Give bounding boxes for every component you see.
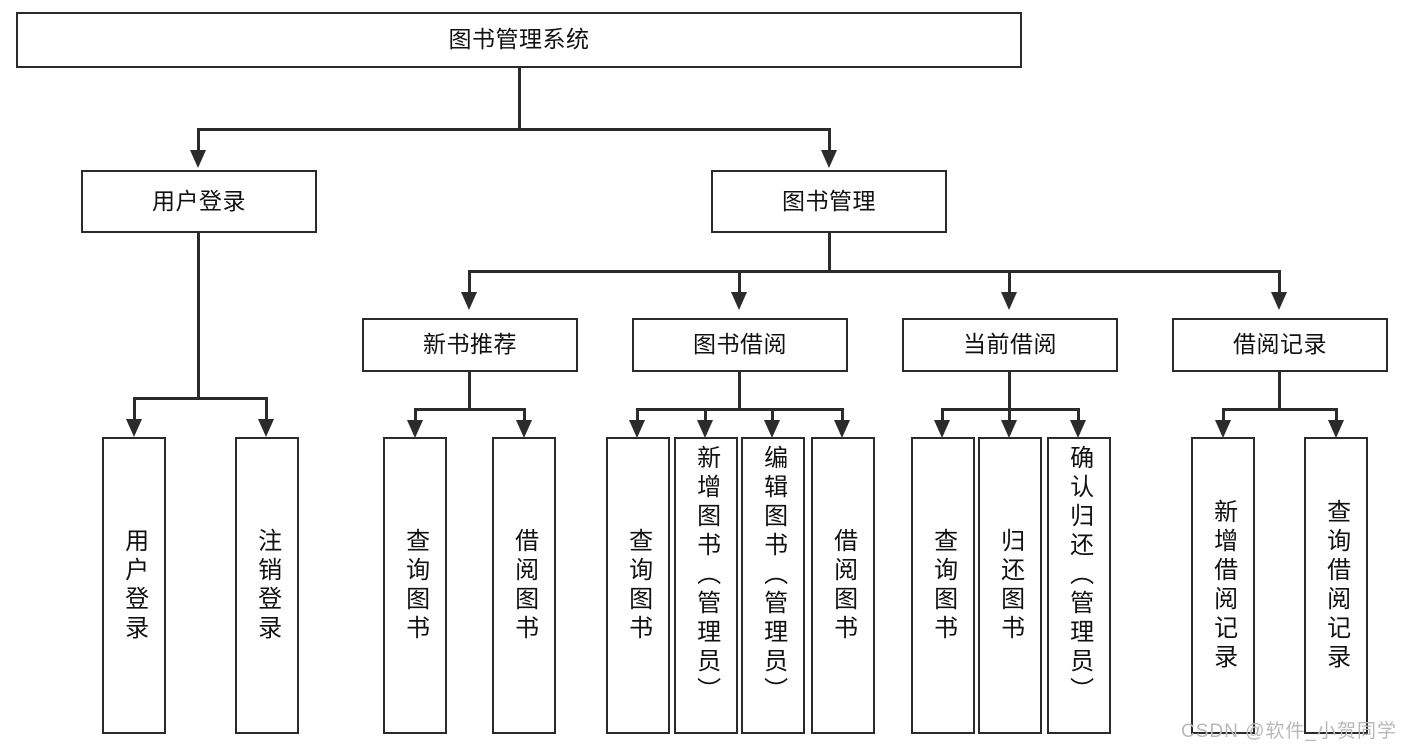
node-user-login[interactable]: 用户登录 — [81, 170, 317, 233]
connector-record-bar — [1222, 408, 1338, 411]
leaf-current-confirm-return-admin[interactable]: 确认归还（管理员） — [1047, 437, 1111, 734]
leaf-borrow-edit-book-admin-label: 编辑图书（管理员） — [759, 445, 787, 706]
connector-current-stem — [1008, 372, 1011, 408]
leaf-newbook-borrow-book-label: 借阅图书 — [510, 527, 538, 644]
connector-borrow-leaf-3 — [771, 408, 774, 422]
connector-current-leaf-2 — [1008, 408, 1011, 422]
leaf-user-login[interactable]: 用户登录 — [102, 437, 166, 734]
connector-bookmgmt-stem — [828, 233, 831, 270]
arrow-borrow-leaf-2 — [697, 420, 713, 438]
arrow-current-leaf-3 — [1070, 420, 1086, 438]
connector-login-leaf-2 — [265, 397, 268, 419]
connector-root-stem — [518, 68, 521, 128]
node-book-management[interactable]: 图书管理 — [711, 170, 947, 233]
connector-root-to-login — [197, 128, 200, 150]
connector-current-leaf-1 — [941, 408, 944, 422]
leaf-user-login-label: 用户登录 — [120, 527, 148, 644]
leaf-borrow-add-book-admin-label: 新增图书（管理员） — [692, 445, 720, 706]
leaf-borrow-edit-book-admin[interactable]: 编辑图书（管理员） — [741, 437, 805, 734]
leaf-current-confirm-return-admin-label: 确认归还（管理员） — [1065, 445, 1093, 706]
connector-borrow-bar — [636, 408, 844, 411]
connector-bookmgmt-to-newbook — [468, 270, 471, 292]
connector-newbook-bar — [414, 408, 526, 411]
arrow-login-leaf-2 — [258, 419, 274, 437]
node-book-borrow[interactable]: 图书借阅 — [632, 318, 848, 372]
connector-login-stem — [197, 233, 200, 397]
leaf-record-add-record[interactable]: 新增借阅记录 — [1191, 437, 1255, 734]
leaf-borrow-add-book-admin[interactable]: 新增图书（管理员） — [674, 437, 738, 734]
connector-newbook-stem — [468, 372, 471, 408]
node-current-borrow-label: 当前借阅 — [963, 331, 1057, 358]
leaf-newbook-query-book[interactable]: 查询图书 — [383, 437, 447, 734]
leaf-newbook-query-book-label: 查询图书 — [401, 527, 429, 644]
leaf-current-query-book-label: 查询图书 — [929, 527, 957, 644]
node-root[interactable]: 图书管理系统 — [16, 12, 1022, 68]
connector-bookmgmt-to-current — [1008, 270, 1011, 292]
connector-login-bar — [133, 397, 268, 400]
arrow-root-to-bookmgmt — [821, 150, 837, 168]
node-new-book-recommend-label: 新书推荐 — [423, 331, 517, 358]
connector-newbook-leaf-2 — [523, 408, 526, 422]
arrow-record-leaf-2 — [1328, 420, 1344, 438]
connector-borrow-stem — [738, 372, 741, 408]
arrow-bookmgmt-to-record — [1271, 292, 1287, 310]
connector-bookmgmt-to-borrow — [738, 270, 741, 292]
arrow-bookmgmt-to-current — [1001, 292, 1017, 310]
node-root-label: 图书管理系统 — [448, 26, 590, 53]
connector-record-stem — [1278, 372, 1281, 408]
connector-borrow-leaf-4 — [841, 408, 844, 422]
leaf-logout[interactable]: 注销登录 — [235, 437, 299, 734]
arrow-borrow-leaf-4 — [834, 420, 850, 438]
node-borrow-record[interactable]: 借阅记录 — [1172, 318, 1388, 372]
arrow-current-leaf-2 — [1001, 420, 1017, 438]
connector-newbook-leaf-1 — [414, 408, 417, 422]
leaf-record-add-record-label: 新增借阅记录 — [1209, 498, 1237, 673]
leaf-borrow-borrow-book[interactable]: 借阅图书 — [811, 437, 875, 734]
leaf-current-return-book[interactable]: 归还图书 — [978, 437, 1042, 734]
arrow-root-to-login — [190, 150, 206, 168]
leaf-current-return-book-label: 归还图书 — [996, 527, 1024, 644]
leaf-logout-label: 注销登录 — [253, 527, 281, 644]
leaf-borrow-query-book[interactable]: 查询图书 — [606, 437, 670, 734]
csdn-watermark: CSDN @软件_小贺同学 — [1181, 721, 1397, 742]
connector-root-to-bookmgmt — [828, 128, 831, 150]
arrow-borrow-leaf-1 — [629, 420, 645, 438]
arrow-bookmgmt-to-borrow — [731, 292, 747, 310]
connector-login-leaf-1 — [133, 397, 136, 419]
node-book-management-label: 图书管理 — [782, 187, 876, 214]
leaf-borrow-borrow-book-label: 借阅图书 — [829, 527, 857, 644]
connector-record-leaf-1 — [1222, 408, 1225, 422]
arrow-bookmgmt-to-newbook — [461, 292, 477, 310]
node-current-borrow[interactable]: 当前借阅 — [902, 318, 1118, 372]
node-user-login-label: 用户登录 — [152, 187, 246, 214]
leaf-record-query-record[interactable]: 查询借阅记录 — [1304, 437, 1368, 734]
connector-current-leaf-3 — [1077, 408, 1080, 422]
arrow-record-leaf-1 — [1215, 420, 1231, 438]
leaf-borrow-query-book-label: 查询图书 — [624, 527, 652, 644]
leaf-record-query-record-label: 查询借阅记录 — [1322, 498, 1350, 673]
node-borrow-record-label: 借阅记录 — [1233, 331, 1327, 358]
leaf-newbook-borrow-book[interactable]: 借阅图书 — [492, 437, 556, 734]
connector-borrow-leaf-1 — [636, 408, 639, 422]
arrow-borrow-leaf-3 — [764, 420, 780, 438]
connector-bookmgmt-bar — [468, 270, 1281, 273]
connector-root-bar — [197, 128, 831, 131]
node-book-borrow-label: 图书借阅 — [693, 331, 787, 358]
connector-record-leaf-2 — [1335, 408, 1338, 422]
arrow-newbook-leaf-2 — [516, 420, 532, 438]
connector-bookmgmt-to-record — [1278, 270, 1281, 292]
arrow-login-leaf-1 — [126, 419, 142, 437]
connector-borrow-leaf-2 — [704, 408, 707, 422]
leaf-current-query-book[interactable]: 查询图书 — [911, 437, 975, 734]
arrow-current-leaf-1 — [934, 420, 950, 438]
node-new-book-recommend[interactable]: 新书推荐 — [362, 318, 578, 372]
arrow-newbook-leaf-1 — [407, 420, 423, 438]
